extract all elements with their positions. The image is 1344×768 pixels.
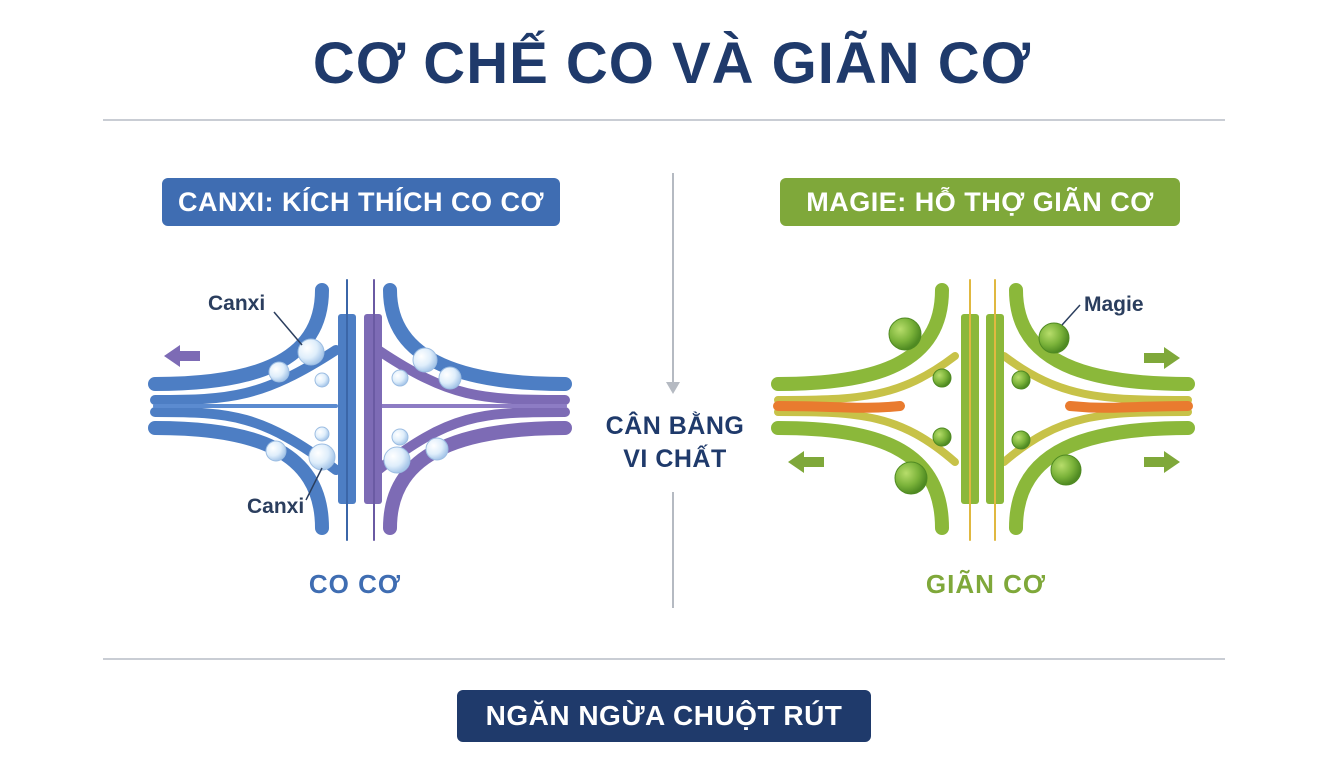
relaxation-caption: GIÃN CƠ — [925, 569, 1047, 599]
calcium-label-bottom: Canxi — [247, 495, 305, 518]
magnesium-label: Magie — [1084, 293, 1144, 316]
relaxation-diagram — [771, 279, 1195, 541]
down-arrow-icon — [666, 382, 680, 394]
contraction-diagram — [148, 279, 572, 541]
footer-badge: NGĂN NGỪA CHUỘT RÚT — [457, 690, 871, 742]
balance-line-1: CÂN BẰNG — [605, 412, 745, 440]
left-arrow-icon — [164, 345, 200, 367]
right-arrow-icon — [1144, 347, 1180, 369]
bottom-divider — [103, 658, 1225, 660]
magnesium-header-badge: MAGIE: HỖ THỢ GIÃN CƠ — [780, 178, 1180, 226]
calcium-bottom-pointer — [305, 467, 323, 501]
contraction-caption: CO CƠ — [308, 569, 402, 599]
magnesium-pointer — [1061, 304, 1081, 326]
calcium-ions — [265, 338, 462, 474]
left-arrow-icon — [788, 451, 824, 473]
calcium-label-top: Canxi — [208, 292, 266, 315]
calcium-top-pointer — [273, 311, 303, 346]
page-title: CƠ CHẾ CO VÀ GIÃN CƠ — [312, 31, 1032, 96]
balance-line-2: VI CHẤT — [623, 445, 727, 473]
balance-text: CÂN BẰNG VI CHẤT — [590, 410, 760, 476]
magnesium-ions — [888, 317, 1082, 495]
right-arrow-icon — [1144, 451, 1180, 473]
calcium-header-badge: CANXI: KÍCH THÍCH CO CƠ — [162, 178, 560, 226]
center-divider — [666, 173, 680, 608]
top-divider — [103, 119, 1225, 121]
